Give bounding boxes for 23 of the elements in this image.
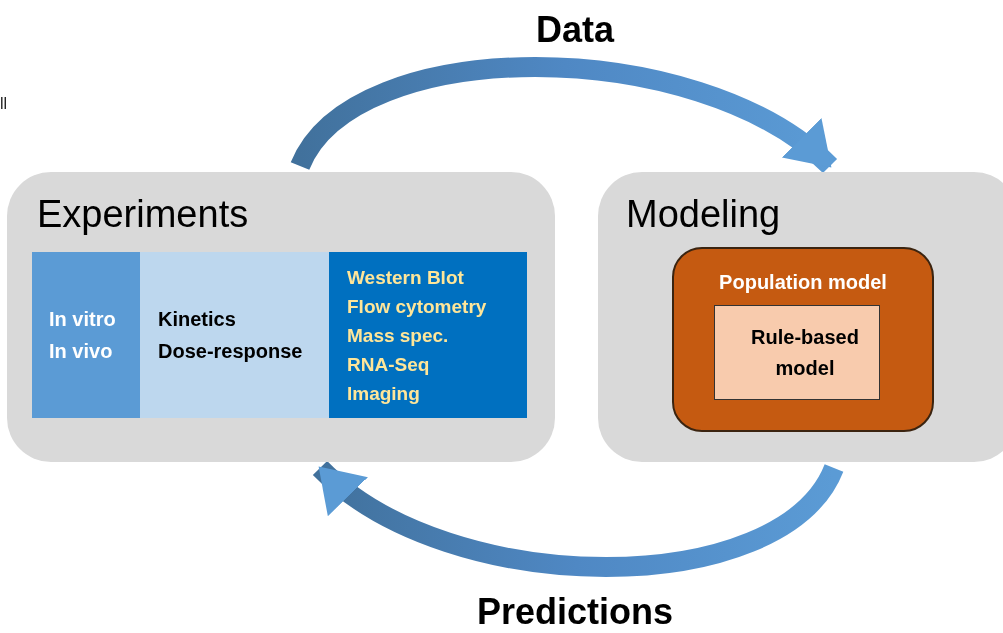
label-text: Dose-response — [158, 339, 304, 364]
process-box — [140, 252, 329, 418]
card-stack — [714, 305, 880, 400]
label-text: RNA-Seq — [347, 352, 431, 377]
label-text: In vivo — [49, 339, 114, 364]
curved-arrow — [313, 460, 843, 577]
label-text: Population model — [718, 270, 888, 295]
process-box — [32, 252, 140, 418]
label-text: Mass spec. — [347, 323, 450, 348]
label-text: Western Blot — [347, 265, 465, 290]
label-text: Imaging — [347, 381, 421, 406]
panel-title: Experiments — [37, 192, 250, 237]
panel — [598, 172, 1003, 462]
panel — [7, 172, 555, 462]
label-text: Kinetics — [158, 307, 237, 332]
label-text: In vitro — [49, 307, 117, 332]
panel-title: Modeling — [626, 192, 782, 237]
model-box — [672, 247, 934, 432]
curved-arrow — [291, 57, 837, 174]
process-box — [329, 252, 527, 418]
label-text: Rule-based model — [750, 325, 860, 381]
text-fragment: ll — [0, 94, 8, 114]
label-text: Flow cytometry — [347, 294, 488, 319]
